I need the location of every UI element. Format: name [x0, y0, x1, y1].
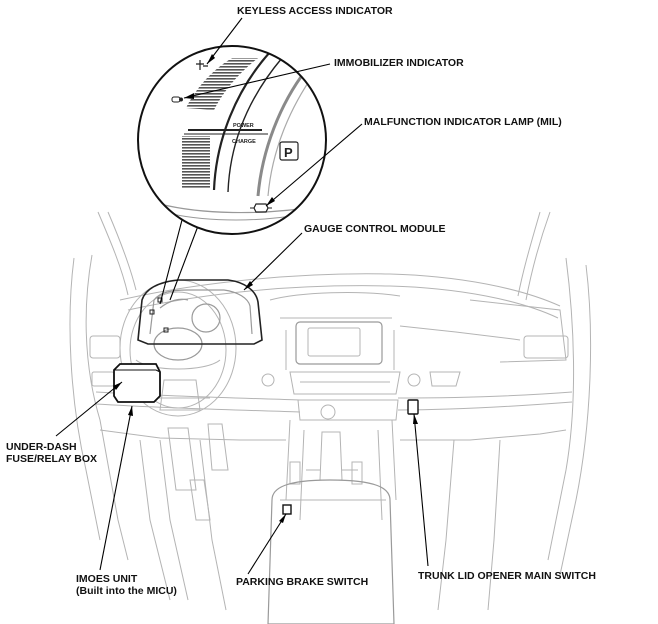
mil-leader: [265, 123, 363, 207]
charge-label: CHARGE: [232, 139, 256, 145]
fuse-relay-box-shape: [113, 363, 161, 403]
immobilizer-indicator-label: IMMOBILIZER INDICATOR: [334, 57, 464, 69]
fuse-leader: [55, 381, 123, 437]
magnified-cluster-view: [137, 45, 327, 235]
imoes-label-line1: IMOES UNIT: [76, 573, 138, 585]
mil-label: MALFUNCTION INDICATOR LAMP (MIL): [364, 116, 562, 128]
magnifier-connector-right: [169, 225, 199, 301]
imoes-label-line2: (Built into the MICU): [76, 585, 177, 597]
gauge-leader: [243, 232, 303, 291]
park-symbol: P: [284, 145, 293, 160]
fuse-relay-box-label: UNDER-DASH FUSE/RELAY BOX: [6, 441, 97, 465]
trunk-opener-switch-shape: [407, 399, 419, 415]
vehicle-interior: [69, 211, 592, 624]
leader-lines: [55, 17, 429, 575]
fuse-label-line2: FUSE/RELAY BOX: [6, 453, 98, 465]
trunk-lid-opener-switch-label: TRUNK LID OPENER MAIN SWITCH: [418, 570, 596, 582]
gauge-control-module-label: GAUGE CONTROL MODULE: [304, 223, 446, 235]
parking-leader: [247, 513, 287, 575]
trunk-leader: [413, 413, 429, 567]
imoes-unit-label: IMOES UNIT (Built into the MICU): [76, 573, 177, 597]
parking-brake-switch-shape: [282, 504, 292, 515]
power-label: POWER: [233, 123, 254, 129]
magnifier-connector-left: [159, 219, 183, 305]
imoes-leader: [99, 405, 133, 571]
parking-brake-switch-label: PARKING BRAKE SWITCH: [236, 576, 369, 588]
gauge-control-module: [137, 279, 263, 345]
keyless-access-indicator-label: KEYLESS ACCESS INDICATOR: [237, 5, 393, 17]
immobilizer-leader: [183, 63, 331, 99]
fuse-label-line1: UNDER-DASH: [6, 441, 77, 453]
